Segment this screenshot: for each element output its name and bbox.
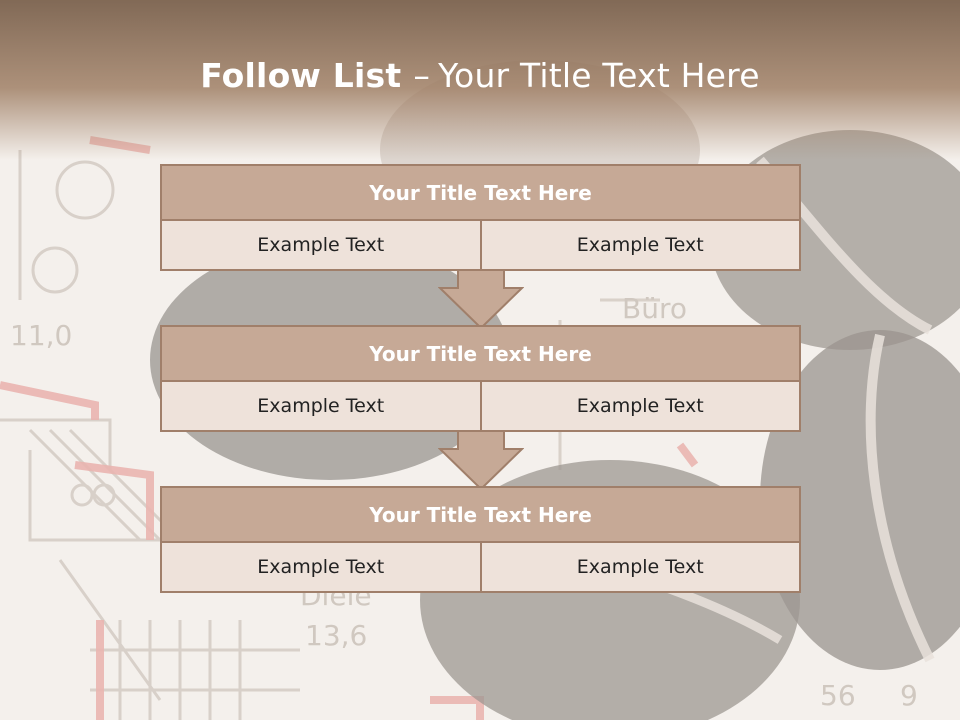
block-row: Example Text Example Text: [160, 221, 801, 271]
bg-text-4: 13,6: [305, 619, 367, 652]
header-band: [0, 0, 960, 160]
list-block-2: Your Title Text Here Example Text Exampl…: [160, 325, 801, 432]
block-row: Example Text Example Text: [160, 382, 801, 432]
block-title[interactable]: Your Title Text Here: [160, 325, 801, 382]
list-block-1: Your Title Text Here Example Text Exampl…: [160, 164, 801, 271]
bg-text-2: Büro: [622, 292, 687, 325]
down-arrow-icon: [438, 269, 524, 330]
block-cell-right[interactable]: Example Text: [479, 221, 801, 271]
page-title: Follow List–Your Title Text Here: [0, 54, 960, 98]
block-title[interactable]: Your Title Text Here: [160, 486, 801, 543]
down-arrow-icon: [438, 430, 524, 491]
block-cell-left[interactable]: Example Text: [160, 543, 482, 593]
title-rest: Your Title Text Here: [438, 56, 760, 95]
block-row: Example Text Example Text: [160, 543, 801, 593]
title-dash: –: [413, 56, 431, 95]
bg-text-5: 56: [820, 679, 856, 712]
block-title[interactable]: Your Title Text Here: [160, 164, 801, 221]
bg-text-1: 11,0: [10, 319, 72, 352]
block-cell-left[interactable]: Example Text: [160, 382, 482, 432]
block-cell-right[interactable]: Example Text: [479, 543, 801, 593]
block-cell-right[interactable]: Example Text: [479, 382, 801, 432]
bg-text-6: 9: [900, 679, 918, 712]
title-bold: Follow List: [200, 56, 402, 95]
block-cell-left[interactable]: Example Text: [160, 221, 482, 271]
list-block-3: Your Title Text Here Example Text Exampl…: [160, 486, 801, 593]
